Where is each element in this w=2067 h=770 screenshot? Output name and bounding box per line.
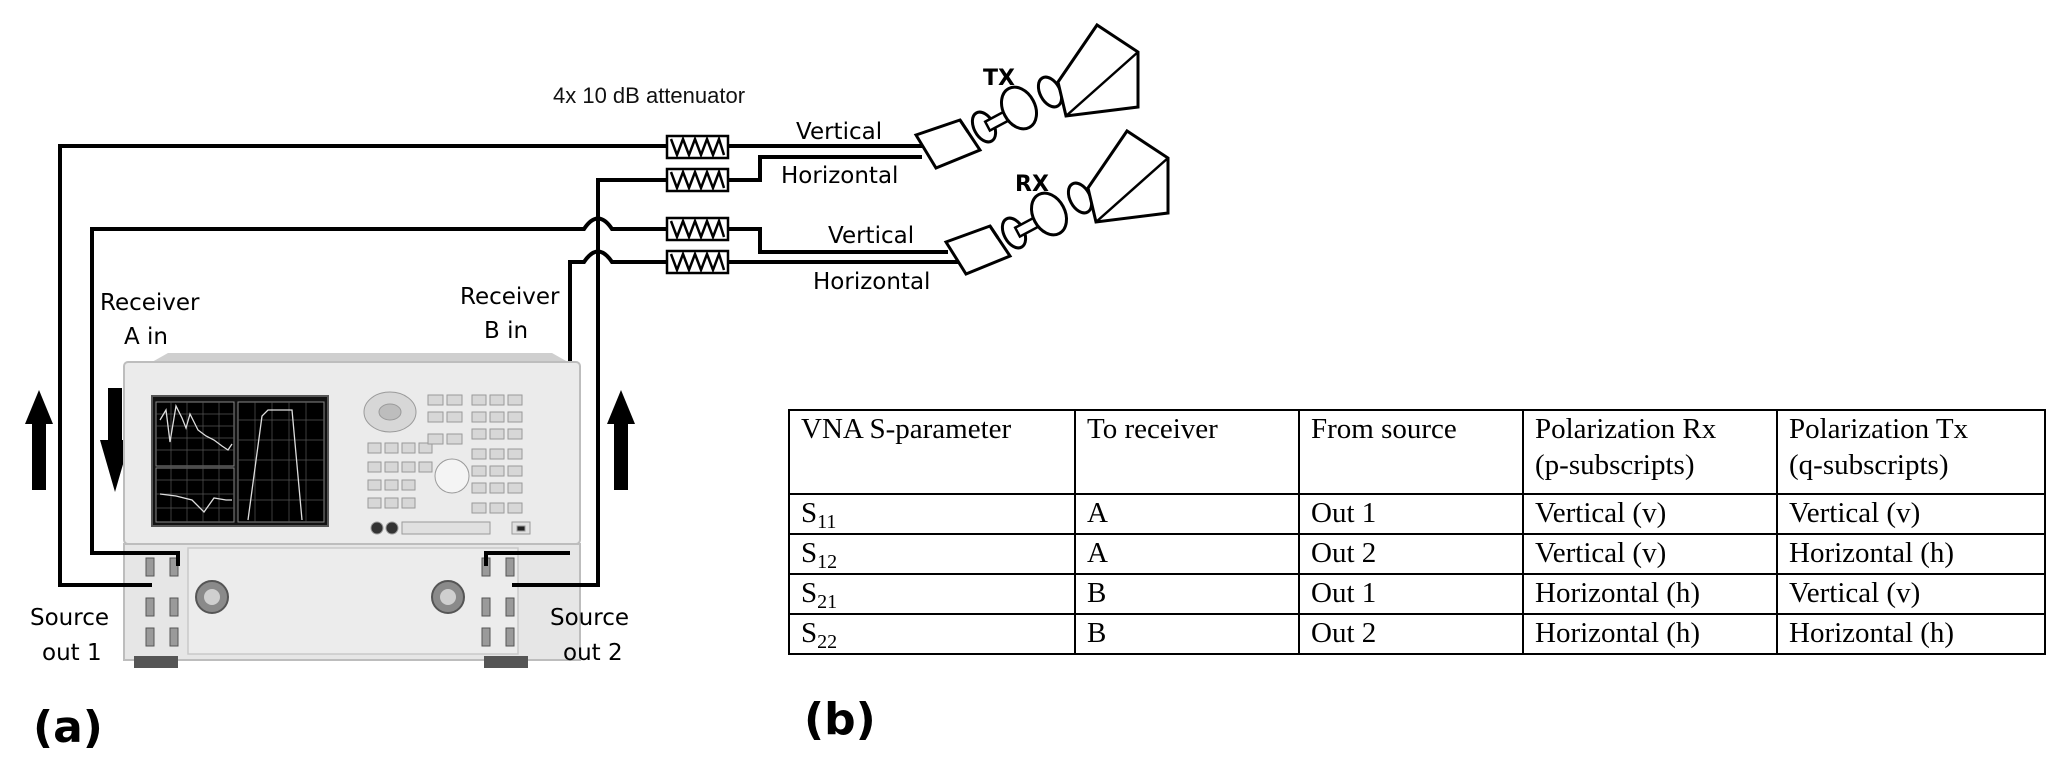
- cell-pol-tx: Vertical (v): [1776, 493, 2046, 535]
- cell-pol-rx: Horizontal (h): [1522, 573, 1778, 615]
- cell-s-parameter: S12: [788, 533, 1076, 575]
- vna-front-ports: [134, 547, 528, 668]
- s-parameter-table: VNA S-parameter To receiver From source …: [788, 409, 2046, 655]
- wire-receiverA-port: [92, 551, 180, 566]
- arrow-up-source2-icon: [607, 390, 635, 490]
- vna-screen: [151, 395, 329, 527]
- attenuator-4: [665, 249, 730, 275]
- tx-label: TX: [983, 66, 1015, 91]
- attenuator-label: 4x 10 dB attenuator: [553, 83, 745, 108]
- cell-source: Out 1: [1298, 493, 1524, 535]
- cell-receiver: B: [1074, 613, 1300, 655]
- rx-horn-antenna-icon: [943, 128, 1170, 276]
- wire-receiverA-rx-vertical: [90, 216, 667, 555]
- cell-pol-tx: Horizontal (h): [1776, 533, 2046, 575]
- arrow-up-source1-icon: [25, 390, 53, 490]
- source-1-label-line1: Source: [30, 605, 109, 631]
- header-vna-s-parameter: VNA S-parameter: [788, 409, 1076, 495]
- cell-receiver: A: [1074, 493, 1300, 535]
- attenuator-3: [665, 216, 730, 242]
- wire-rx-vertical-out: [728, 227, 948, 254]
- tx-horn-antenna-icon: [913, 22, 1140, 170]
- rx-vertical-label: Vertical: [828, 223, 914, 249]
- cell-source: Out 1: [1298, 573, 1524, 615]
- cell-receiver: B: [1074, 573, 1300, 615]
- cell-pol-rx: Vertical (v): [1522, 533, 1778, 575]
- receiver-b-label-line2: B in: [484, 318, 528, 344]
- wire-receiverB-port: [484, 551, 570, 566]
- table-header-row: VNA S-parameter To receiver From source …: [788, 409, 2046, 495]
- table-row: S12 A Out 2 Vertical (v) Horizontal (h): [788, 533, 2046, 575]
- cell-source: Out 2: [1298, 533, 1524, 575]
- vna-keypad: [363, 391, 531, 535]
- tx-vertical-label: Vertical: [796, 119, 882, 145]
- vna-instrument: [123, 353, 581, 668]
- header-from-source: From source: [1298, 409, 1524, 495]
- source-2-label-line2: out 2: [563, 640, 623, 666]
- panel-a-tag: (a): [33, 702, 103, 753]
- header-to-receiver: To receiver: [1074, 409, 1300, 495]
- receiver-b-label-line1: Receiver: [460, 284, 560, 310]
- source-1-label-line2: out 1: [42, 640, 102, 666]
- cell-source: Out 2: [1298, 613, 1524, 655]
- panel-b-tag: (b): [804, 694, 876, 745]
- wire-receiverB-rx-horizontal: [495, 249, 667, 555]
- arrow-down-receiverA-icon: [100, 388, 130, 492]
- header-polarization-tx: Polarization Tx(q-subscripts): [1776, 409, 2046, 495]
- cell-s-parameter: S21: [788, 573, 1076, 615]
- rx-label: RX: [1015, 172, 1049, 197]
- source-2-label-line1: Source: [550, 605, 629, 631]
- table-row: S22 B Out 2 Horizontal (h) Horizontal (h…: [788, 613, 2046, 655]
- receiver-a-label-line2: A in: [124, 324, 168, 350]
- attenuator-2: [665, 167, 730, 193]
- table-row: S21 B Out 1 Horizontal (h) Vertical (v): [788, 573, 2046, 615]
- tx-horizontal-label: Horizontal: [781, 163, 898, 189]
- wire-tx-horizontal-out: [728, 155, 922, 182]
- receiver-a-label-line1: Receiver: [100, 290, 200, 316]
- table-row: S11 A Out 1 Vertical (v) Vertical (v): [788, 493, 2046, 535]
- cell-s-parameter: S22: [788, 613, 1076, 655]
- cell-pol-rx: Horizontal (h): [1522, 613, 1778, 655]
- cell-pol-rx: Vertical (v): [1522, 493, 1778, 535]
- cell-pol-tx: Horizontal (h): [1776, 613, 2046, 655]
- cell-receiver: A: [1074, 533, 1300, 575]
- cell-s-parameter: S11: [788, 493, 1076, 535]
- header-polarization-rx: Polarization Rx(p-subscripts): [1522, 409, 1778, 495]
- rx-horizontal-label: Horizontal: [813, 269, 930, 295]
- attenuator-1: [665, 134, 730, 160]
- cell-pol-tx: Vertical (v): [1776, 573, 2046, 615]
